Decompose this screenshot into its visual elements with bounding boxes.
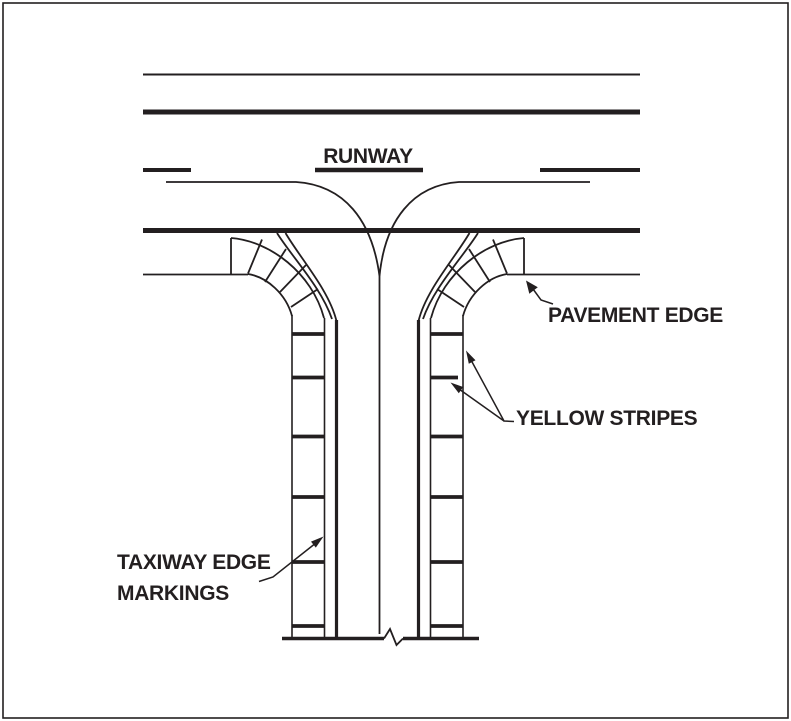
- yellow-stripes-arrowhead-lower: [450, 382, 464, 394]
- taxiway-edge-markings-label-line1: TAXIWAY EDGE: [117, 551, 271, 574]
- runway-label: RUNWAY: [323, 145, 413, 168]
- fan-stripe: [247, 239, 263, 274]
- yellow-stripe-rungs: [292, 332, 463, 628]
- pavement-edge-leader-line: [532, 288, 554, 305]
- runway-section: RUNWAY: [143, 73, 640, 233]
- fan-inner-arc: [247, 273, 293, 317]
- edge-marking-curves: [276, 232, 479, 322]
- fan-inner-arc: [462, 273, 508, 317]
- yellow-stripes-arrowhead-upper: [466, 350, 476, 364]
- pavement-edge-label: PAVEMENT EDGE: [548, 304, 723, 327]
- taxiway-edge-markings-leader-line: [258, 543, 315, 583]
- taxiway-centerline-lead-in-right: [378, 181, 590, 277]
- yellow-stripes-label: YELLOW STRIPES: [516, 407, 698, 430]
- edge-marking-curve-left-outer: [276, 232, 333, 320]
- yellow-stripes-leader-line-lower: [458, 388, 505, 422]
- fan-stripe: [279, 264, 307, 293]
- fan-outer-arc: [430, 237, 525, 319]
- fan-stripe: [264, 248, 287, 283]
- leader-arrows: [258, 280, 554, 583]
- break-squiggle: [383, 627, 404, 647]
- fillet-fan-left: [230, 237, 325, 319]
- edge-marking-curve-right-outer: [422, 232, 479, 320]
- taxiway-edge-rails: [291, 315, 464, 638]
- fan-stripe: [436, 288, 465, 308]
- edge-marking-curve-right-inner: [417, 232, 471, 322]
- fan-stripe: [448, 264, 476, 293]
- taxiway-break-baseline: [282, 627, 479, 647]
- fillet-fan-right: [430, 237, 525, 319]
- taxiway-centerline: [166, 181, 590, 634]
- fan-outer-arc: [230, 237, 325, 319]
- pavement-edge-arrowhead: [526, 280, 538, 294]
- taxiway-edge-markings-arrowhead: [311, 536, 324, 548]
- fan-stripe: [492, 239, 508, 274]
- taxiway-edge-markings-label-line2: MARKINGS: [117, 582, 229, 605]
- taxiway-centerline-lead-in-left: [166, 181, 381, 277]
- fan-stripe: [468, 248, 491, 283]
- edge-marking-curve-left-inner: [284, 232, 338, 322]
- fan-stripe: [290, 288, 319, 308]
